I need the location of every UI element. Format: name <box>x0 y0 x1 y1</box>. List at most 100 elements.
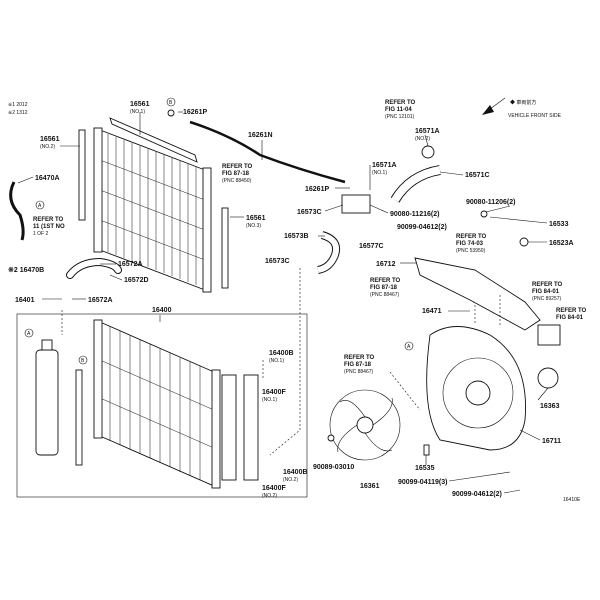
radiator <box>93 319 221 489</box>
radiator-side-seal <box>221 374 237 481</box>
callout-b2-circle <box>78 355 88 365</box>
svg-text:FIG 74-03: FIG 74-03 <box>456 241 484 247</box>
ref-fig-87-18-bot: REFER TO FIG 87-18 (PNC 88467) <box>344 355 375 375</box>
radiator-fins <box>99 327 215 480</box>
callout-b-circle <box>166 97 176 107</box>
label-16533: 16533 <box>549 221 569 228</box>
label-16470A: 16470A <box>35 175 60 182</box>
radiator-left-tank <box>93 319 103 439</box>
fan-hub <box>465 380 491 406</box>
label-16400B-b: 16400B <box>283 469 308 476</box>
label-no1-top: (NO.1) <box>130 109 145 115</box>
svg-text:REFER TO: REFER TO <box>33 217 64 223</box>
svg-text:REFER TO: REFER TO <box>532 282 563 288</box>
label-90080-11206: 90080-11206(2) <box>466 199 515 206</box>
svg-text:(PNC 88467): (PNC 88467) <box>370 292 400 298</box>
ref-fig-87-18-mid: REFER TO FIG 87-18 (PNC 88467) <box>370 278 401 298</box>
callout-b2: B <box>81 358 85 364</box>
label-no1-b: (NO.1) <box>262 397 277 403</box>
ref-left: REFER TO 11 (1ST NO 1 OF 2 <box>33 217 65 237</box>
label-16573C-b: 16573C <box>265 258 290 265</box>
svg-text:FIG 84-01: FIG 84-01 <box>556 315 584 321</box>
label-16573B: 16573B <box>284 233 309 240</box>
clamp-16571A <box>421 145 435 159</box>
svg-text:FIG 84-01: FIG 84-01 <box>532 289 560 295</box>
reserve-tank <box>35 349 59 456</box>
label-90080-11216: 90080-11216(2) <box>390 211 439 218</box>
label-16571A-a: 16571A <box>372 162 397 169</box>
callout-a3: A <box>407 344 411 350</box>
callout-a2: A <box>27 331 31 337</box>
label-16573C-a: 16573C <box>297 209 322 216</box>
condenser-right-tank <box>202 167 212 293</box>
label-16571C: 16571C <box>465 172 490 179</box>
radiator-assy-box <box>16 313 308 498</box>
svg-text:REFER TO: REFER TO <box>370 278 401 284</box>
seal-16561-no2 <box>78 129 86 221</box>
vehicle-front-direction: ◆ 車両前方 VEHICLE FRONT SIDE <box>482 97 562 119</box>
callout-a3-circle <box>404 341 414 351</box>
label-no2-b: (NO.2) <box>283 477 298 483</box>
ref-fig-11-04: REFER TO FIG 11-04 (PNC 12101) <box>385 100 416 120</box>
label-90099-04612-a: 90099-04612(2) <box>397 224 447 231</box>
ref-fig-74-03: REFER TO FIG 74-03 (PNC 53950) <box>456 234 487 254</box>
label-16523A: 16523A <box>549 240 574 247</box>
label-16712: 16712 <box>376 261 396 268</box>
svg-text:REFER TO: REFER TO <box>222 164 253 170</box>
callout-b: B <box>169 100 173 106</box>
grommet-16523A <box>519 237 529 247</box>
bolt-90080-11206 <box>480 210 488 218</box>
label-16261N: 16261N <box>248 132 273 139</box>
ref-fig-87-18-top: REFER TO FIG 87-18 (PNC 88450) <box>222 164 253 184</box>
shroud-opening <box>442 357 514 429</box>
label-16561-left: 16561 <box>40 136 60 143</box>
label-16535: 16535 <box>415 465 435 472</box>
connector-bracket <box>537 324 561 346</box>
svg-text:(PNC 88467): (PNC 88467) <box>344 369 374 375</box>
label-16470B: ※2 16470B <box>8 266 44 274</box>
svg-text:11 (1ST NO: 11 (1ST NO <box>33 224 65 230</box>
label-16572D: 16572D <box>124 277 149 284</box>
callout-a1: A <box>38 203 42 209</box>
label-no3-right: (NO.3) <box>246 223 261 229</box>
radiator-right-tank <box>211 369 221 489</box>
label-16401: 16401 <box>15 297 35 304</box>
label-16400F-b: 16400F <box>262 485 286 492</box>
fan-motor-16363 <box>537 367 559 389</box>
direction-label-bottom: VEHICLE FRONT SIDE <box>508 113 562 119</box>
arrow-head-icon <box>482 105 494 115</box>
dashed-leaders <box>61 268 501 456</box>
ref-fig-84-01-b: REFER TO FIG 84-01 <box>556 308 587 321</box>
svg-text:(PNC 53950): (PNC 53950) <box>456 248 486 254</box>
label-16572A-a: 16572A <box>118 261 143 268</box>
svg-text:FIG 87-18: FIG 87-18 <box>370 285 398 291</box>
radiator-core <box>99 321 215 487</box>
direction-label-top: ◆ 車両前方 <box>510 99 536 106</box>
ref-fig-84-01-a: REFER TO FIG 84-01 (PNC 89257) <box>532 282 563 302</box>
label-16471: 16471 <box>422 308 442 315</box>
leader-lines <box>17 111 549 494</box>
svg-text:REFER TO: REFER TO <box>385 100 416 106</box>
clip-16535 <box>423 444 430 456</box>
hose-16470A <box>9 181 25 241</box>
label-16261P-mid: 16261P <box>305 186 329 193</box>
label-16571A-b: 16571A <box>415 128 440 135</box>
label-16400: 16400 <box>152 307 172 314</box>
label-90099-04119: 90099-04119(3) <box>398 479 447 486</box>
label-16711: 16711 <box>542 438 561 445</box>
label-16261P-top: 16261P <box>183 109 207 116</box>
label-16572A-b: 16572A <box>88 297 113 304</box>
figure-code: 16410E <box>563 497 581 503</box>
shroud-bracket-16712 <box>414 257 541 331</box>
callout-a1-circle <box>35 200 45 210</box>
svg-text:REFER TO: REFER TO <box>456 234 487 240</box>
hose-16261N <box>189 120 346 184</box>
label-16363: 16363 <box>540 403 560 410</box>
svg-text:(PNC 89257): (PNC 89257) <box>532 296 562 302</box>
svg-text:(PNC 12101): (PNC 12101) <box>385 114 415 120</box>
nut-90089-03010 <box>327 434 335 442</box>
svg-text:REFER TO: REFER TO <box>344 355 375 361</box>
radiator-cap <box>41 339 53 351</box>
label-16400B-a: 16400B <box>269 350 294 357</box>
